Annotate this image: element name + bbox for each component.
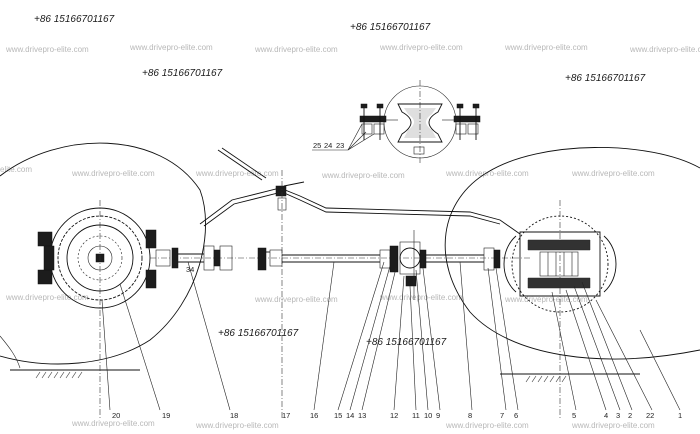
frame-linkage bbox=[199, 147, 521, 420]
callout-label: 24 bbox=[324, 141, 332, 150]
callout-label: 2 bbox=[628, 411, 632, 420]
watermark: www.drivepro-elite.com bbox=[379, 43, 463, 52]
phone-label-layer: +86 15166701167 +86 15166701167 +86 1516… bbox=[34, 14, 646, 348]
callout-label: 16 bbox=[310, 411, 318, 420]
watermark: www.drivepro-elite.com bbox=[445, 421, 529, 430]
callout-label: 12 bbox=[390, 411, 398, 420]
callout-label: 18 bbox=[230, 411, 238, 420]
watermark: www.drivepro-elite.com bbox=[71, 169, 155, 178]
watermark: www.drivepro-elite.com bbox=[321, 171, 405, 180]
callout-label: 5 bbox=[572, 411, 576, 420]
callout-label: 15 bbox=[334, 411, 342, 420]
callout-label: 11 bbox=[412, 411, 420, 420]
watermark: www.drivepro-elite.com bbox=[379, 293, 463, 302]
callout-label: 8 bbox=[468, 411, 472, 420]
callout-label: 23 bbox=[336, 141, 344, 150]
callout-label: 7 bbox=[500, 411, 504, 420]
watermark: www.drivepro-elite.com bbox=[571, 169, 655, 178]
callout-label: 3 bbox=[616, 411, 620, 420]
left-wheel bbox=[0, 142, 206, 420]
callout-group: 20 19 18 17 16 15 14 13 12 11 10 9 8 7 6… bbox=[101, 259, 682, 420]
callout-label: 6 bbox=[514, 411, 518, 420]
watermark: www.drivepro-elite.com bbox=[5, 293, 89, 302]
callout-label: 9 bbox=[436, 411, 440, 420]
watermark: www.drivepro-elite.com bbox=[254, 45, 338, 54]
watermark: www.drivepro-elite.com bbox=[445, 169, 529, 178]
watermark: www.drivepro-elite.com bbox=[504, 295, 588, 304]
phone-label: +86 15166701167 bbox=[366, 337, 447, 348]
callout-label: 14 bbox=[346, 411, 354, 420]
watermark: www.drivepro-elite.com bbox=[629, 45, 700, 54]
watermark: www.drivepro-elite.com bbox=[195, 421, 279, 430]
callout-label: 19 bbox=[162, 411, 170, 420]
phone-label: +86 15166701167 bbox=[565, 73, 646, 84]
watermark: www.drivepro-elite.com bbox=[195, 169, 279, 178]
phone-label: +86 15166701167 bbox=[34, 14, 115, 25]
callout-label: 34 bbox=[186, 265, 194, 274]
watermark: www.drivepro-elite.com bbox=[129, 43, 213, 52]
watermark: www.drivepro-elite.com bbox=[5, 45, 89, 54]
watermark-layer: www.drivepro-elite.com www.drivepro-elit… bbox=[0, 43, 700, 430]
watermark: www.drivepro-elite.com bbox=[71, 419, 155, 428]
phone-label: +86 15166701167 bbox=[142, 68, 223, 79]
callout-label: 20 bbox=[112, 411, 120, 420]
watermark: www.drivepro-elite.com bbox=[571, 421, 655, 430]
callout-label: 13 bbox=[358, 411, 366, 420]
detail-view: 25 24 23 bbox=[312, 80, 481, 164]
callout-label: 4 bbox=[604, 411, 608, 420]
phone-label: +86 15166701167 bbox=[350, 22, 431, 33]
watermark: www.drivepro-elite.com bbox=[504, 43, 588, 52]
callout-label: 1 bbox=[678, 411, 682, 420]
callout-label: 10 bbox=[424, 411, 432, 420]
callout-label: 22 bbox=[646, 411, 654, 420]
right-wheel bbox=[444, 147, 700, 420]
callout-label: 17 bbox=[282, 411, 290, 420]
watermark: elite.com bbox=[0, 165, 32, 174]
watermark: www.drivepro-elite.com bbox=[254, 295, 338, 304]
callout-label: 25 bbox=[313, 141, 321, 150]
phone-label: +86 15166701167 bbox=[218, 328, 299, 339]
drive-shafts bbox=[150, 230, 530, 300]
